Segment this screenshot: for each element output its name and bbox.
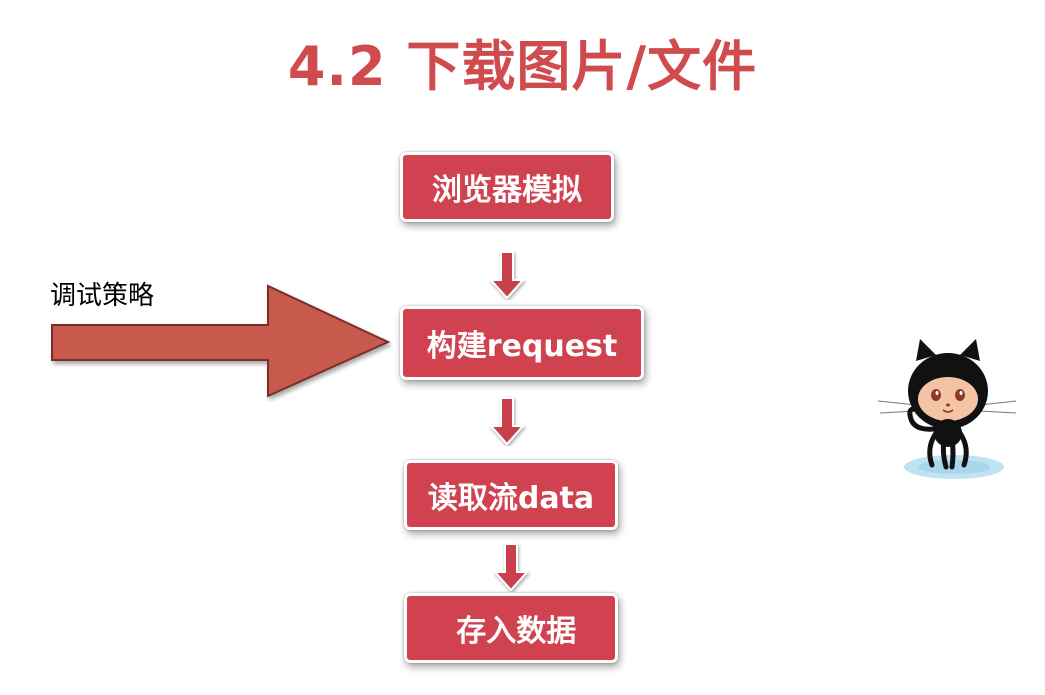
down-arrow-icon [488, 251, 526, 300]
octocat-icon [877, 339, 1017, 479]
step-store-data: 存入数据 [404, 593, 618, 663]
debug-strategy-label: 调试策略 [50, 281, 155, 311]
step-browser-simulation: 浏览器模拟 [400, 152, 614, 222]
down-arrow-icon [488, 397, 526, 446]
down-arrow-icon [492, 543, 530, 592]
step-build-request: 构建request [400, 306, 644, 380]
right-arrow-icon [51, 284, 391, 398]
slide-title: 4.2 下载图片/文件 [287, 35, 758, 98]
step-read-stream-data: 读取流data [404, 460, 618, 530]
